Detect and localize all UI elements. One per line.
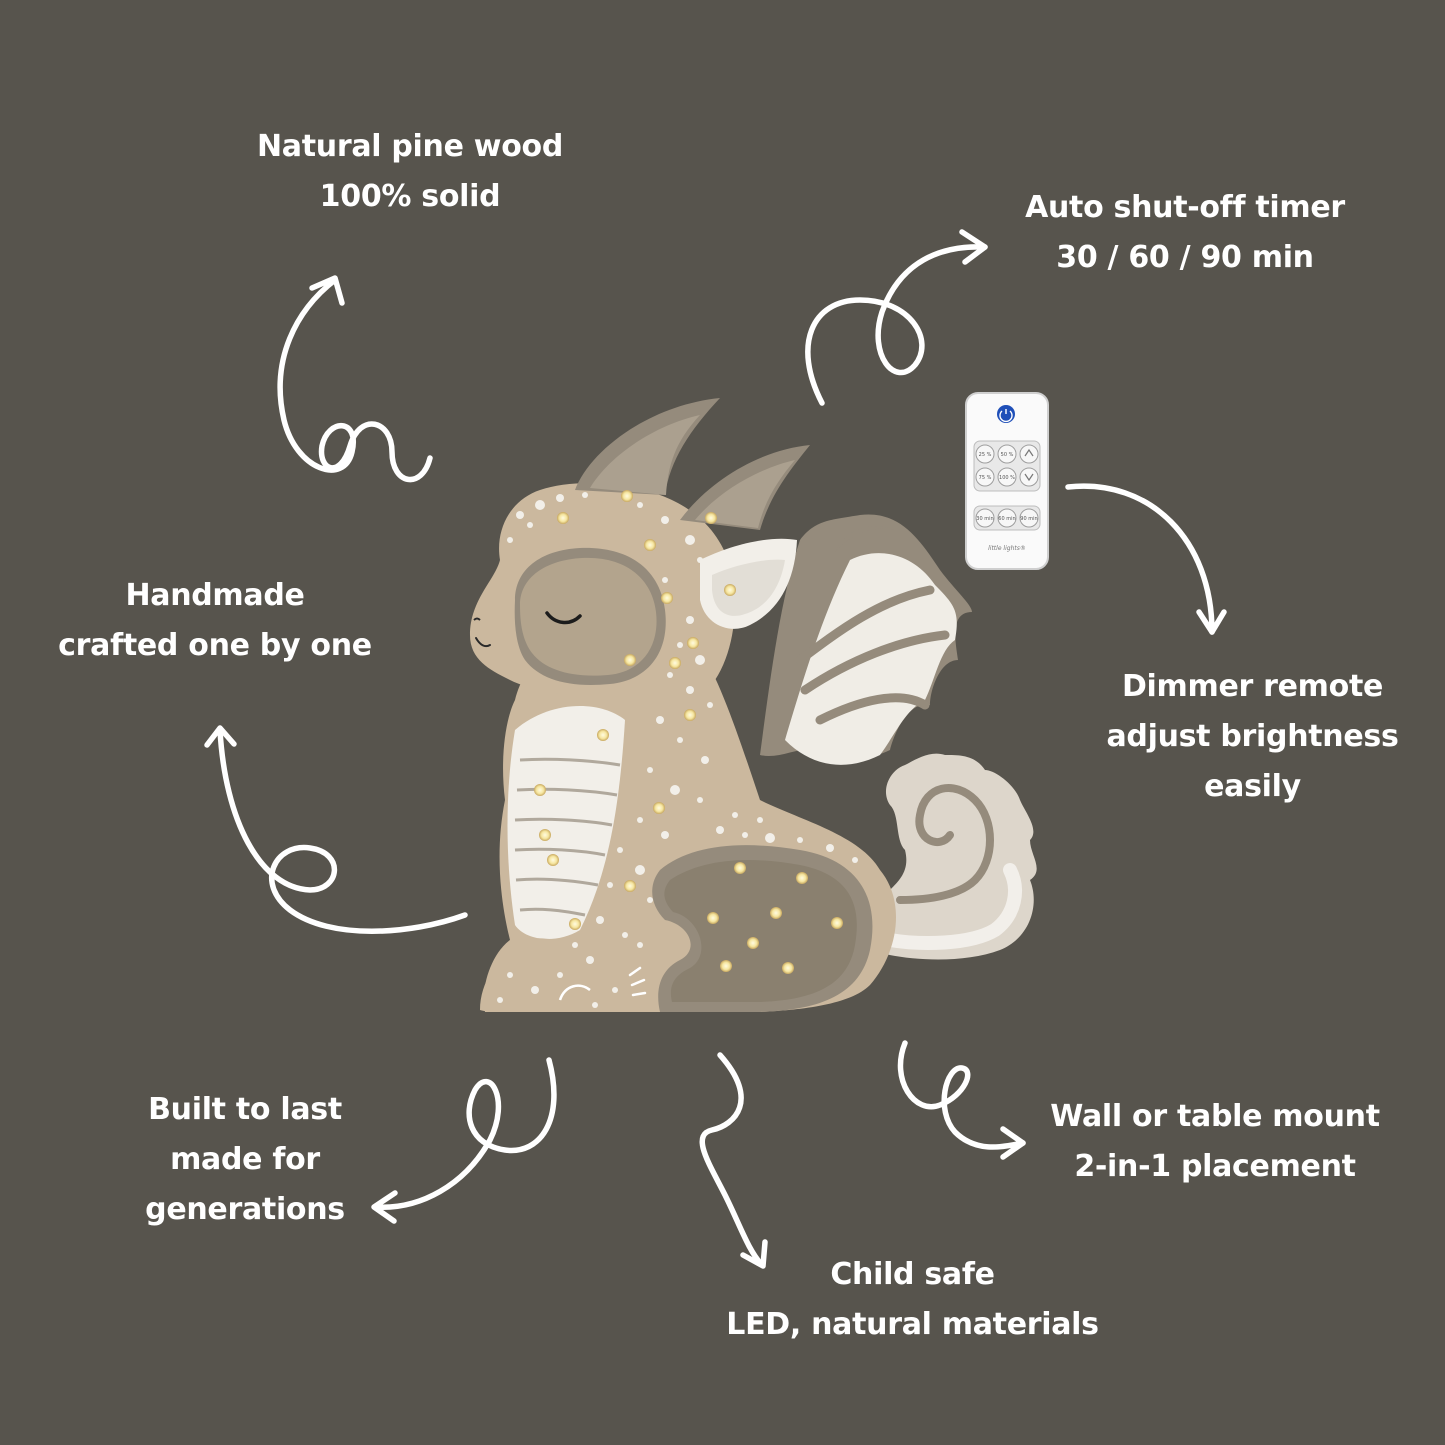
curly-arrow-icon-dimmer bbox=[1065, 483, 1227, 635]
svg-text:60 min: 60 min bbox=[998, 516, 1015, 522]
svg-text:75 %: 75 % bbox=[979, 475, 992, 481]
svg-text:25 %: 25 % bbox=[979, 452, 992, 458]
curly-arrow-icon-wood bbox=[277, 275, 433, 483]
svg-text:50 %: 50 % bbox=[1001, 452, 1014, 458]
dragon-tail bbox=[869, 753, 1037, 960]
dragon-head bbox=[470, 483, 797, 703]
dragon-belly bbox=[507, 706, 625, 940]
led-lights bbox=[534, 490, 843, 974]
up-arrow-icon bbox=[1024, 448, 1034, 457]
dragon-wing bbox=[760, 514, 972, 765]
down-arrow-icon bbox=[1024, 473, 1034, 482]
svg-text:little lights®: little lights® bbox=[988, 545, 1026, 552]
svg-text:90 min: 90 min bbox=[1020, 516, 1037, 522]
curly-arrow-icon-timer bbox=[805, 229, 988, 406]
closed-eye-icon bbox=[545, 611, 582, 625]
dragon-spots bbox=[497, 492, 858, 1008]
curly-arrow-icon-handmade bbox=[204, 725, 468, 934]
dragon-lamp bbox=[470, 398, 1037, 1012]
curly-arrow-icon-mount bbox=[897, 1040, 1026, 1160]
remote-control: 25 % 50 % 75 % 100 % 30 min 60 min 90 mi… bbox=[965, 392, 1049, 570]
curly-arrow-icon-built bbox=[371, 1057, 557, 1224]
curly-arrow-icon-safe bbox=[699, 1052, 768, 1269]
svg-text:100 %: 100 % bbox=[999, 475, 1015, 481]
svg-text:30 min: 30 min bbox=[976, 516, 993, 522]
